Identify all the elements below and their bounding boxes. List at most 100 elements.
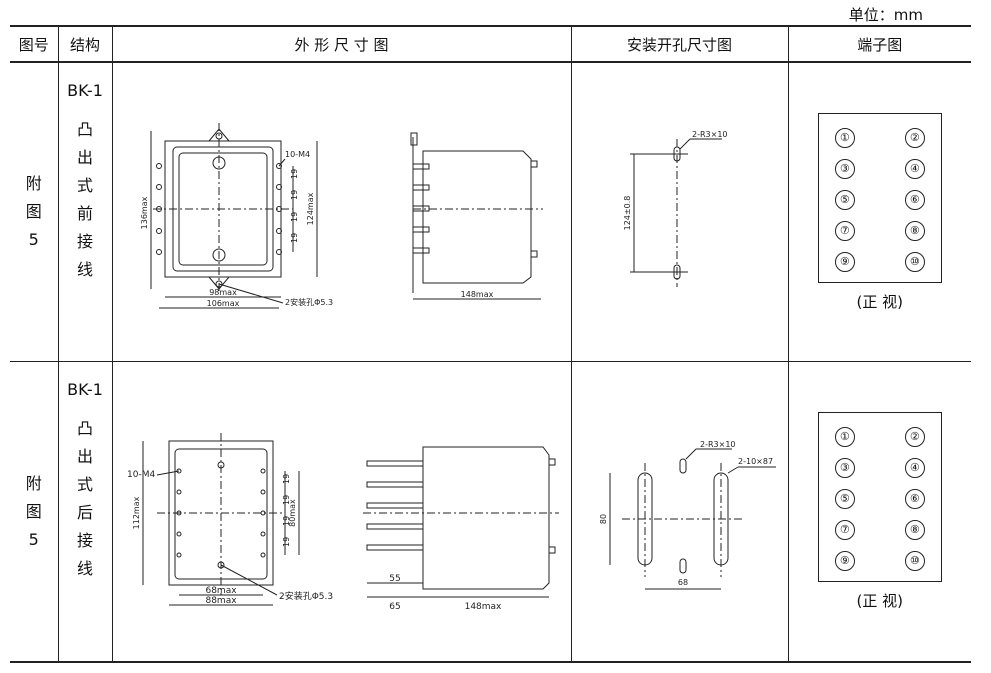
structure-char: 接: [76, 231, 93, 251]
cutout-drawing-rear: 80 68 2-R3×10 2-10×87: [599, 440, 776, 589]
mount-hole-label: 2安装孔Φ5.3: [279, 590, 333, 602]
dim-pitch-label: 19: [282, 515, 291, 525]
dim-55-label: 55: [389, 574, 400, 584]
structure-char: 式: [76, 175, 93, 195]
fig-no-char: 图: [25, 501, 42, 521]
mount-hole-leader: [220, 564, 277, 595]
rear-bottom-hole: [217, 561, 224, 568]
terminal-10: ⑩: [904, 551, 925, 571]
dim-pitch-label: 19: [290, 190, 299, 200]
structure-char: 后: [76, 503, 93, 522]
header-cutout: 安装开孔尺寸图: [570, 25, 789, 63]
screw-leader: [156, 470, 179, 475]
structure-char: 式: [76, 475, 93, 494]
dim-pitch-label: 19: [290, 169, 299, 179]
cutout-drawing-cell: 124±0.8 2-R3×10: [570, 62, 789, 362]
structure-char: 出: [76, 147, 93, 167]
dim-pitch-label: 19: [290, 233, 299, 243]
terminal-7: ⑦: [834, 220, 855, 241]
cutout-slot-top: [679, 458, 686, 473]
terminal-2: ②: [904, 427, 925, 447]
cutout-slot2-label: 2-10×87: [738, 457, 773, 466]
cutout-slot-label: 2-R3×10: [692, 130, 728, 139]
terminal-9: ⑨: [834, 551, 855, 571]
structure-char: 出: [76, 447, 93, 466]
terminal-diagram: ① ② ③ ④ ⑤ ⑥ ⑦ ⑧ ⑨ ⑩: [817, 412, 942, 582]
spec-table: 图号 结构 外 形 尺 寸 图 安装开孔尺寸图 端子图 附 图 5 BK-1 凸…: [10, 25, 971, 663]
cutout-width-label: 68: [677, 578, 687, 587]
terminal-cell: ① ② ③ ④ ⑤ ⑥ ⑦ ⑧ ⑨ ⑩ (正 视): [787, 361, 971, 663]
terminal-6: ⑥: [904, 189, 925, 210]
cutout-drawing-front: 124±0.8 2-R3×10: [623, 130, 728, 287]
cutout-drawing-cell: 80 68 2-R3×10 2-10×87: [570, 361, 789, 663]
side-ear-top: [410, 132, 417, 146]
dim-width-inner-label: 68max: [205, 586, 237, 596]
side-body: [422, 446, 549, 589]
fig-no-char: 5: [28, 230, 39, 249]
structure-char: 线: [76, 559, 93, 578]
side-rear-stud: [548, 546, 555, 553]
dim-width-total-label: 88max: [205, 596, 237, 606]
header-terminal: 端子图: [787, 25, 971, 63]
terminal-studs: [155, 163, 282, 255]
table-row: 附 图 5 BK-1 凸 出 式 前 接 线: [10, 62, 971, 362]
fig-no-cell: 附 图 5: [10, 361, 59, 663]
side-rear-stud: [530, 160, 537, 168]
terminal-10: ⑩: [904, 251, 925, 272]
terminal-4: ④: [904, 458, 925, 478]
terminal-cell: ① ② ③ ④ ⑤ ⑥ ⑦ ⑧ ⑨ ⑩ (正 视): [787, 62, 971, 362]
terminal-7: ⑦: [834, 520, 855, 540]
outline-drawing-cell: 136max 124max 19 19 19 19 10-M4 98max 10…: [111, 62, 572, 362]
cutout-pitch-label: 124±0.8: [623, 196, 632, 231]
structure-char: 凸: [76, 119, 93, 139]
outline-drawing-front: 136max 124max 19 19 19 19 10-M4 98max 10…: [140, 123, 543, 309]
side-body: [422, 150, 531, 284]
side-terminal-rods: [366, 460, 423, 550]
cutout-slot-leader: [685, 448, 696, 459]
terminal-5: ⑤: [834, 489, 855, 509]
rear-terminal-studs: [176, 468, 265, 557]
cutout-slot2-leader: [727, 466, 738, 473]
rear-top-hole: [217, 461, 224, 468]
structure-char: 凸: [76, 419, 93, 438]
dim-pitch-label: 19: [282, 536, 291, 546]
mount-hole-leader: [218, 283, 283, 304]
view-label: (正 视): [856, 292, 903, 311]
terminal-1: ①: [834, 427, 855, 447]
unit-label: 单位：mm: [848, 6, 923, 24]
header-structure: 结构: [57, 25, 113, 63]
terminal-5: ⑤: [834, 189, 855, 210]
dim-width-inner-label: 98max: [209, 288, 237, 297]
terminal-3: ③: [834, 458, 855, 478]
dim-pitch-label: 19: [282, 494, 291, 504]
fig-no-cell: 附 图 5: [10, 62, 59, 362]
dim-height-inner-label: 124max: [306, 192, 315, 225]
mount-hole-label: 2安装孔Φ5.3: [285, 297, 333, 307]
dim-height-total-label: 112max: [132, 496, 141, 529]
dim-pitch-label: 19: [290, 212, 299, 222]
fig-no-char: 5: [28, 529, 39, 549]
terminal-6: ⑥: [904, 489, 925, 509]
view-label: (正 视): [856, 592, 903, 610]
screw-leader: [278, 158, 285, 167]
header-row: 图号 结构 外 形 尺 寸 图 安装开孔尺寸图 端子图: [10, 25, 971, 63]
fig-no-char: 图: [25, 202, 42, 221]
model-code: BK-1: [67, 80, 103, 100]
terminal-diagram: ① ② ③ ④ ⑤ ⑥ ⑦ ⑧ ⑨ ⑩: [817, 112, 942, 283]
terminal-8: ⑧: [904, 220, 925, 241]
cutout-slot-leader: [679, 138, 690, 150]
header-fig-no: 图号: [10, 25, 59, 63]
cutout-slot-bottom: [679, 558, 686, 573]
dim-depth-label: 148max: [460, 290, 493, 299]
fig-no-char: 附: [25, 174, 42, 193]
structure-char: 接: [76, 531, 93, 550]
outline-drawing-rear: 112max 80max 19 19 19 19 10-M4 68max 88m…: [127, 432, 559, 612]
header-outline: 外 形 尺 寸 图: [111, 25, 572, 63]
fig-no-char: 附: [25, 473, 42, 493]
structure-char: 线: [76, 259, 93, 279]
structure-cell: BK-1 凸 出 式 后 接 线: [57, 361, 113, 663]
screw-label: 10-M4: [285, 150, 310, 159]
dim-depth-label: 148max: [464, 602, 501, 612]
terminal-9: ⑨: [834, 251, 855, 272]
dim-height-inner-label: 80max: [288, 498, 297, 526]
